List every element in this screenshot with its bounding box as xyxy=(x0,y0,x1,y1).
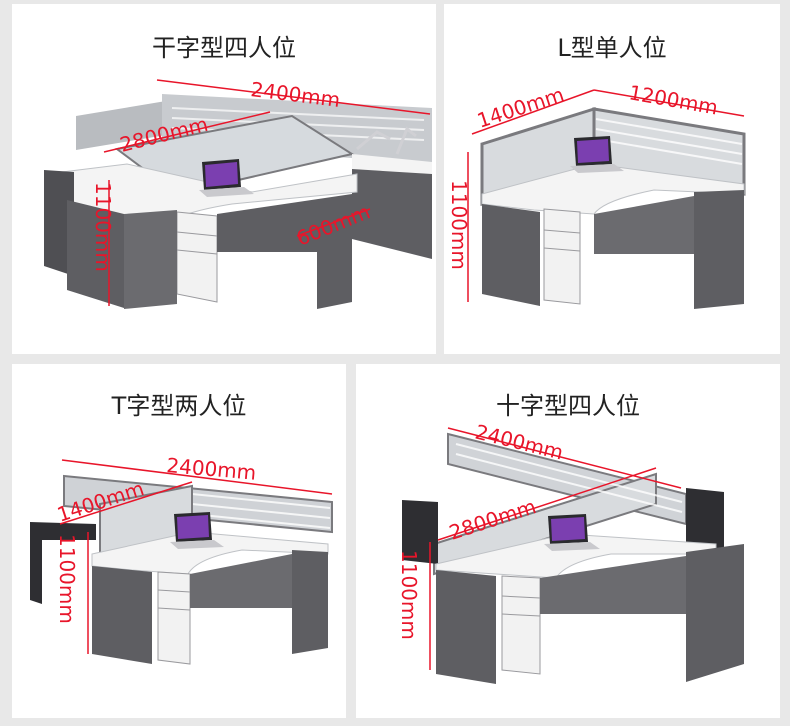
panel-gan-four-seat: 干字型四人位 xyxy=(12,4,436,354)
left-dark-cabinet xyxy=(44,170,74,276)
dim-height: 1100mm xyxy=(55,534,79,624)
panel-l-single-seat: L型单人位 1400mm 1200mm 11 xyxy=(444,4,780,354)
panel-title: T字型两人位 xyxy=(111,392,247,420)
right-cabinet xyxy=(292,550,328,654)
right-cabinet xyxy=(686,544,744,682)
pedestal xyxy=(543,208,581,305)
panel-cross-four-seat: 十字型四人位 2400mm xyxy=(356,364,780,718)
desk-illustration: 1400mm 1200mm 1100mm xyxy=(447,80,746,309)
dimension-lines xyxy=(429,427,682,670)
laptop xyxy=(199,159,254,197)
partition-b xyxy=(433,472,657,576)
back-partition xyxy=(76,100,172,150)
desk-lamp-right xyxy=(395,126,417,155)
desk-illustration: 2400mm 2800mm 1100mm xyxy=(397,420,744,684)
dim-height: 1100mm xyxy=(91,182,115,272)
rear-right-cabinet xyxy=(352,169,432,259)
left-dark-panel xyxy=(402,500,438,564)
dim-right: 1200mm xyxy=(627,80,720,119)
panel-title: 十字型四人位 xyxy=(496,392,640,420)
desk-illustration: 2400mm 2800mm 1100mm 600mm xyxy=(44,77,432,309)
front-cabinet xyxy=(92,566,152,664)
dim-width: 2400mm xyxy=(166,453,258,485)
laptop xyxy=(544,514,600,551)
front-right-panel xyxy=(217,194,352,309)
dimension-lines xyxy=(59,459,333,654)
dimension-lines xyxy=(467,89,745,302)
panel-t-two-seat: T字型两人位 2400mm 14 xyxy=(12,364,346,718)
front-cabinet xyxy=(436,570,496,684)
desk-lamp-left xyxy=(356,130,391,151)
right-cabinet xyxy=(694,190,744,309)
dim-height: 1100mm xyxy=(447,180,471,270)
dimension-lines xyxy=(103,79,431,306)
left-dark-cabinet xyxy=(30,522,96,604)
pedestal xyxy=(501,575,541,675)
laptop xyxy=(570,136,624,173)
dim-height: 1100mm xyxy=(397,550,421,640)
pedestal xyxy=(176,211,218,303)
desk-illustration: 2400mm 1400mm 1100mm xyxy=(30,453,333,665)
pedestal xyxy=(157,571,191,665)
left-cabinet xyxy=(482,204,540,306)
laptop xyxy=(170,512,224,549)
panel-title: L型单人位 xyxy=(557,34,667,62)
panel-title: 干字型四人位 xyxy=(152,34,296,62)
right-dark-panel xyxy=(686,488,724,550)
